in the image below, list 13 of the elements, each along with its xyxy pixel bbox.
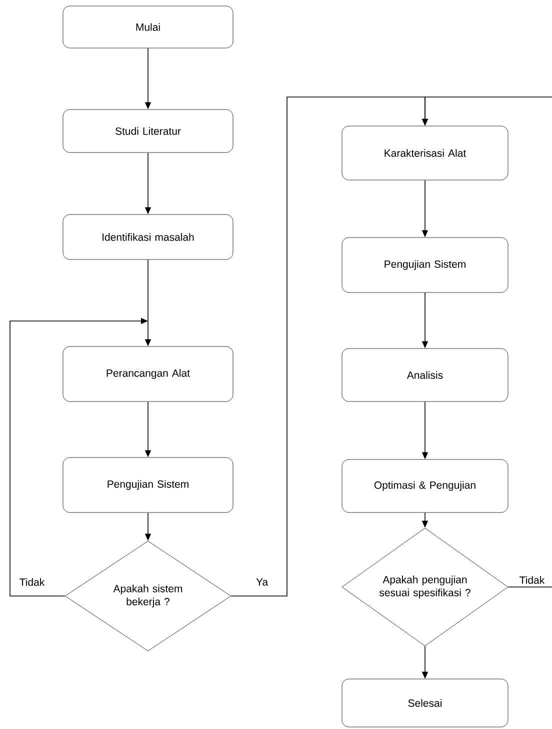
process-box: Selesai <box>342 678 508 728</box>
process-box: Studi Literatur <box>62 109 234 153</box>
process-box: Pengujian Sistem <box>342 237 508 293</box>
edge-label: Tidak <box>18 577 46 587</box>
edge-label: Tidak <box>518 575 546 585</box>
process-box: Mulai <box>62 6 234 48</box>
process-box: Analisis <box>342 348 508 402</box>
edge-label: Ya <box>254 577 270 587</box>
process-box: Perancangan Alat <box>62 346 234 402</box>
process-box: Pengujian Sistem <box>62 457 234 513</box>
process-box: Optimasi & Pengujian <box>342 459 508 513</box>
process-box: Karakterisasi Alat <box>342 126 508 180</box>
process-box: Identifikasi masalah <box>62 214 234 260</box>
